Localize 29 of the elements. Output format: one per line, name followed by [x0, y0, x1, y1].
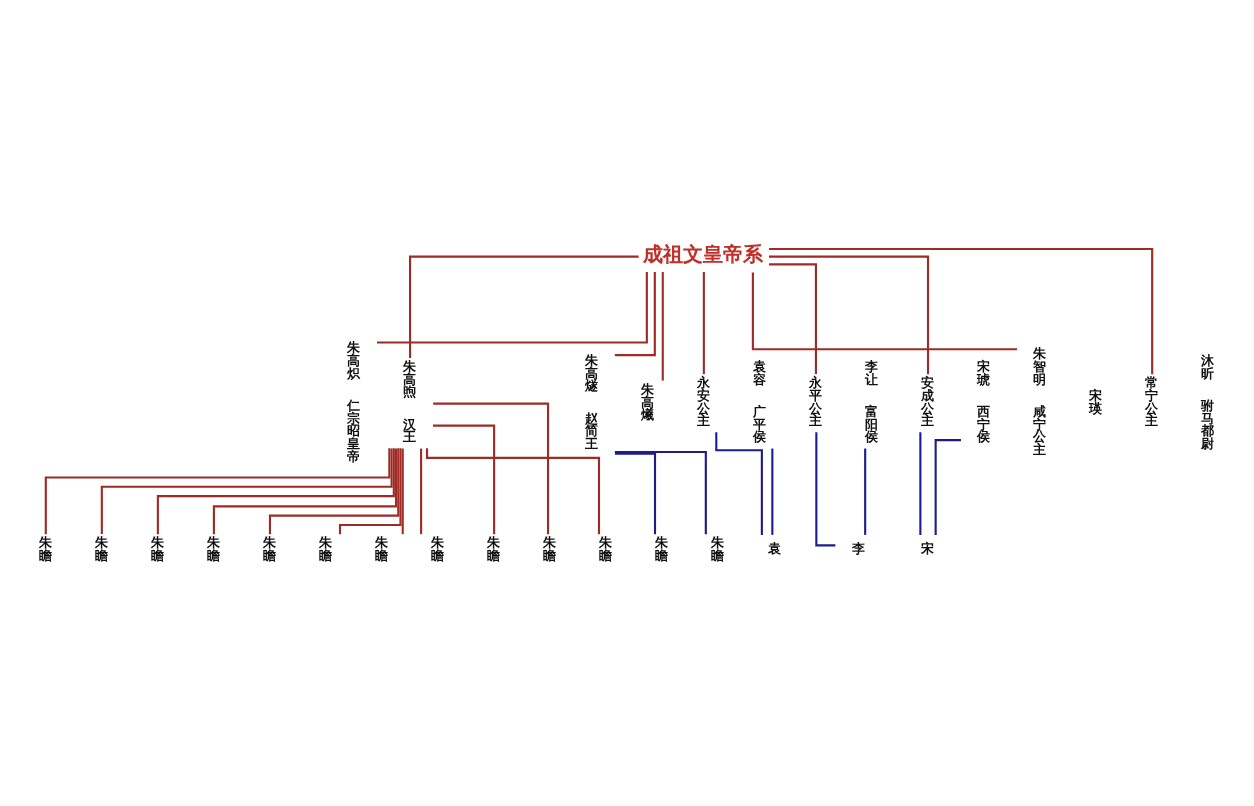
connector — [715, 431, 763, 535]
connector — [338, 447, 402, 534]
connector — [769, 262, 817, 374]
connector — [156, 447, 395, 534]
connector — [420, 447, 423, 534]
connector — [702, 271, 705, 374]
connector — [614, 271, 656, 356]
connector — [426, 447, 601, 534]
connector — [934, 438, 961, 535]
connector — [751, 271, 1018, 350]
connector — [614, 449, 707, 534]
connector — [919, 431, 922, 534]
connector — [433, 423, 496, 534]
connector — [44, 447, 391, 534]
connector — [409, 254, 639, 357]
connector — [769, 254, 930, 374]
connector — [769, 247, 1154, 374]
connector — [433, 401, 550, 534]
node-text: 成祖文皇帝系 — [642, 244, 763, 267]
connector — [377, 271, 648, 343]
connector — [815, 431, 836, 546]
connector — [268, 447, 400, 534]
connector — [864, 447, 867, 534]
connector — [401, 447, 404, 534]
connector — [771, 447, 774, 534]
connector — [661, 271, 664, 380]
connector — [614, 451, 657, 534]
connector — [100, 447, 393, 534]
connector — [212, 447, 398, 534]
